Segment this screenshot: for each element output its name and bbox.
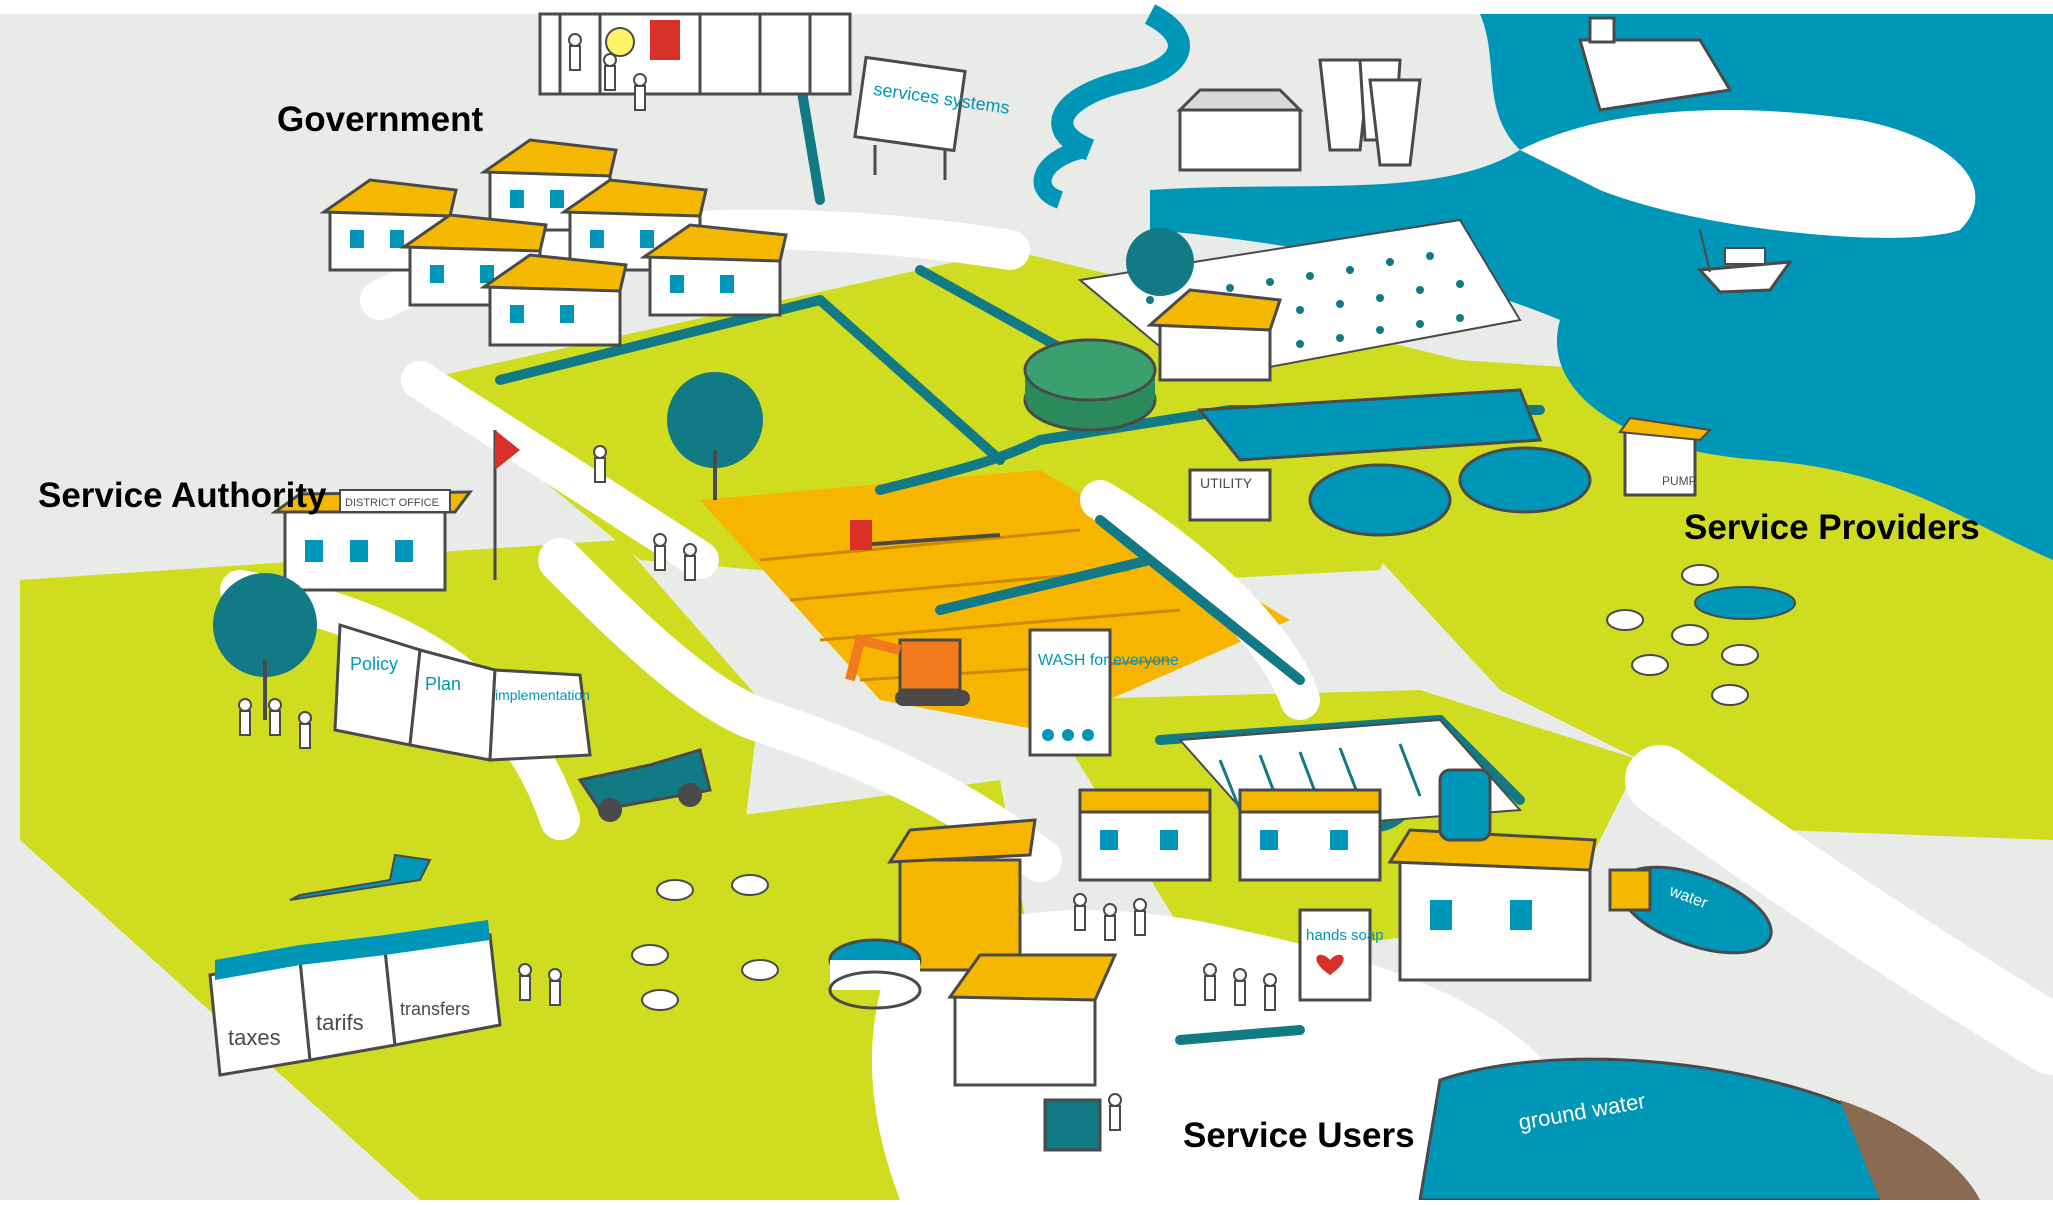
water-tower	[1438, 768, 1492, 842]
dam	[1578, 16, 1733, 112]
power-plant	[1176, 58, 1422, 172]
government-label: Government	[277, 100, 484, 139]
pump-house: PUMP	[1618, 416, 1713, 497]
implementation-text: implementation	[495, 687, 590, 703]
people	[238, 33, 1277, 1131]
district-office-sign: DISTRICT OFFICE	[345, 497, 439, 509]
lightbulb-icon	[605, 27, 635, 57]
hands-soap-text: hands soap	[1306, 927, 1384, 944]
pool-soil	[1840, 1100, 1980, 1200]
roads	[220, 209, 2053, 1075]
water-storage-tank	[1023, 338, 1157, 432]
tariffs-label: tarifs	[316, 1010, 364, 1035]
excavator	[845, 633, 970, 706]
heart-icon	[1316, 954, 1344, 975]
tree	[1126, 228, 1194, 296]
service-users-label: Service Users	[1183, 1116, 1415, 1155]
irrigation-sprinkler	[850, 520, 1001, 550]
round-tank	[828, 938, 922, 1010]
policy-text: Policy	[350, 654, 398, 674]
service-providers-label: Service Providers	[1684, 508, 1980, 547]
utility-sign: UTILITY	[1200, 475, 1253, 491]
stream-top	[1051, 4, 1190, 161]
top-margin	[0, 0, 2053, 14]
financing-bins: taxes tarifs transfers	[208, 853, 502, 1077]
farmhouse	[1146, 288, 1283, 382]
service-authority-label: Service Authority	[38, 476, 327, 515]
water-treatment-plant: UTILITY	[1188, 388, 1592, 537]
user-houses	[887, 788, 1597, 1087]
pickup-truck	[577, 748, 712, 822]
wash-sign-text: WASH for everyone	[1038, 652, 1179, 669]
hands-soap-sign: hands soap	[1298, 908, 1384, 1002]
government-houses	[319, 138, 788, 347]
island	[1520, 110, 1976, 238]
water-tanker-truck: water	[1608, 865, 1773, 955]
taxes-label: taxes	[228, 1025, 281, 1050]
district-office: DISTRICT OFFICE	[270, 430, 520, 592]
fishing-boat	[1696, 229, 1794, 294]
stream-bend	[1033, 141, 1083, 209]
watering-pond	[1694, 586, 1796, 620]
government-building	[538, 12, 852, 96]
cattle	[631, 564, 1759, 1011]
dump-truck	[289, 853, 432, 901]
flag-icon	[495, 430, 520, 470]
transfers-label: transfers	[400, 999, 470, 1019]
policy-plan-implementation-boards: Policy Plan implementation	[333, 622, 592, 762]
dumpster	[1043, 1098, 1102, 1152]
services-systems-sign: services systems	[853, 55, 1011, 180]
wash-sign: WASH for everyone	[1028, 628, 1179, 757]
pump-sign: PUMP	[1662, 474, 1697, 488]
plan-text: Plan	[425, 674, 461, 694]
